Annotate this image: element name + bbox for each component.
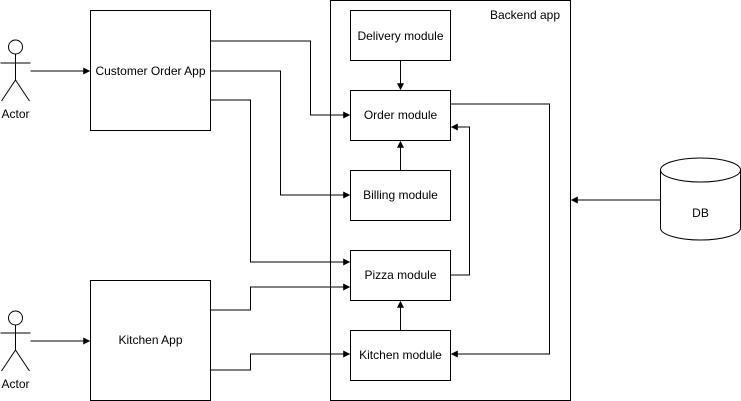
order-module-label: Order module <box>364 108 438 122</box>
kitchen-app-label: Kitchen App <box>118 333 182 347</box>
edge-order-to-kitchen-module <box>450 103 550 358</box>
kitchen-actor-label: Actor <box>1 377 29 391</box>
customer-actor-label: Actor <box>1 107 29 121</box>
billing-module-label: Billing module <box>363 188 438 202</box>
backend-app-title: Backend app <box>490 8 560 22</box>
pizza-module-label: Pizza module <box>364 268 436 282</box>
db-cylinder-icon <box>660 157 741 241</box>
billing-module-box <box>350 170 451 221</box>
edge-kitchen-app-to-kitchen-module <box>210 350 351 371</box>
customer-order-app-box <box>90 10 211 131</box>
kitchen-module-label: Kitchen module <box>359 348 442 362</box>
customer-actor-icon <box>0 39 31 102</box>
db-label: DB <box>692 206 709 220</box>
delivery-module-label: Delivery module <box>357 29 443 43</box>
kitchen-actor-icon <box>0 310 31 372</box>
edge-kitchen-app-to-pizza <box>210 283 351 311</box>
edge-customer-app-to-order <box>210 40 351 119</box>
order-module-box <box>350 90 451 141</box>
edge-pizza-to-order <box>450 123 470 276</box>
kitchen-app-box <box>90 280 211 401</box>
customer-order-app-label: Customer Order App <box>95 64 205 78</box>
edge-customer-app-to-pizza <box>210 99 351 266</box>
kitchen-module-box <box>350 330 451 381</box>
delivery-module-box <box>350 10 451 61</box>
edge-customer-app-to-billing <box>210 70 351 199</box>
